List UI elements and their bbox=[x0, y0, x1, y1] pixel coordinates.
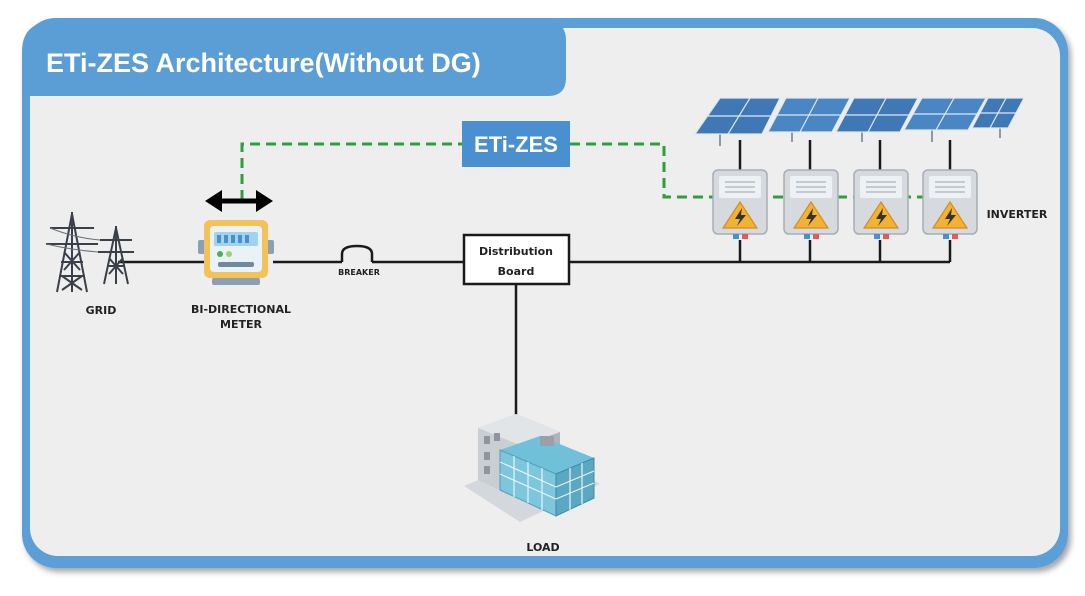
building-icon bbox=[464, 414, 600, 522]
diagram-panel bbox=[30, 28, 1060, 556]
bidirectional-meter-icon bbox=[198, 220, 274, 285]
inverter-label: INVERTER bbox=[987, 208, 1048, 221]
distribution-board-line2: Board bbox=[498, 265, 535, 278]
transmission-tower-icon bbox=[45, 212, 134, 293]
meter-label-line2: METER bbox=[220, 318, 262, 331]
communication-line bbox=[240, 142, 968, 200]
double-arrow-icon bbox=[205, 190, 273, 212]
inverter-icon bbox=[712, 169, 978, 239]
controller-label: ETi-ZES bbox=[474, 132, 558, 157]
distribution-board: Distribution Board bbox=[462, 233, 571, 286]
breaker-label: BREAKER bbox=[338, 268, 380, 277]
eti-zes-controller: ETi-ZES bbox=[462, 121, 570, 167]
meter-label-line1: BI-DIRECTIONAL bbox=[191, 303, 291, 316]
page-title: ETi-ZES Architecture(Without DG) bbox=[46, 48, 481, 78]
solar-panel-icon bbox=[693, 97, 1025, 146]
power-lines bbox=[118, 140, 952, 420]
grid-label: GRID bbox=[86, 304, 117, 317]
breaker-icon bbox=[340, 244, 374, 262]
distribution-board-line1: Distribution bbox=[479, 245, 553, 258]
load-label: LOAD bbox=[526, 541, 559, 554]
title-tab bbox=[22, 22, 566, 96]
